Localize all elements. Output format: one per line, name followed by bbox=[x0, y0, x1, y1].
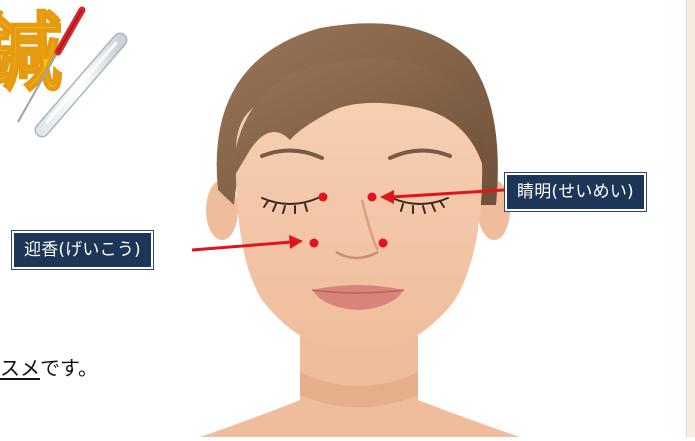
arrow-to-seimei bbox=[380, 188, 505, 204]
acupoint-seimei-right bbox=[367, 192, 377, 202]
caption-text: スメです。 bbox=[0, 352, 98, 381]
caption-underlined: スメ bbox=[0, 356, 40, 380]
right-eyebrow bbox=[388, 148, 452, 160]
nose bbox=[360, 199, 380, 251]
arrow-to-geiko bbox=[191, 235, 303, 252]
right-eye bbox=[391, 197, 449, 214]
title-fragment: 鍼 bbox=[0, 4, 62, 102]
right-border-stripe bbox=[686, 0, 695, 437]
caption-rest: です。 bbox=[40, 356, 98, 380]
neck bbox=[200, 330, 520, 437]
needle-tube-icon bbox=[34, 32, 128, 138]
acupoint-label-seimei: 睛明(せいめい) bbox=[505, 173, 646, 211]
left-eye bbox=[261, 197, 319, 214]
mouth bbox=[312, 285, 404, 310]
acupoint-geiko-right bbox=[378, 238, 388, 248]
face bbox=[235, 95, 483, 352]
acupoint-geiko-left bbox=[309, 238, 319, 248]
acupoint-label-geiko: 迎香(げいこう) bbox=[12, 231, 153, 269]
left-eyebrow bbox=[260, 148, 324, 160]
acupuncture-needle-icon bbox=[17, 6, 86, 123]
acupoint-seimei-left bbox=[318, 192, 328, 202]
